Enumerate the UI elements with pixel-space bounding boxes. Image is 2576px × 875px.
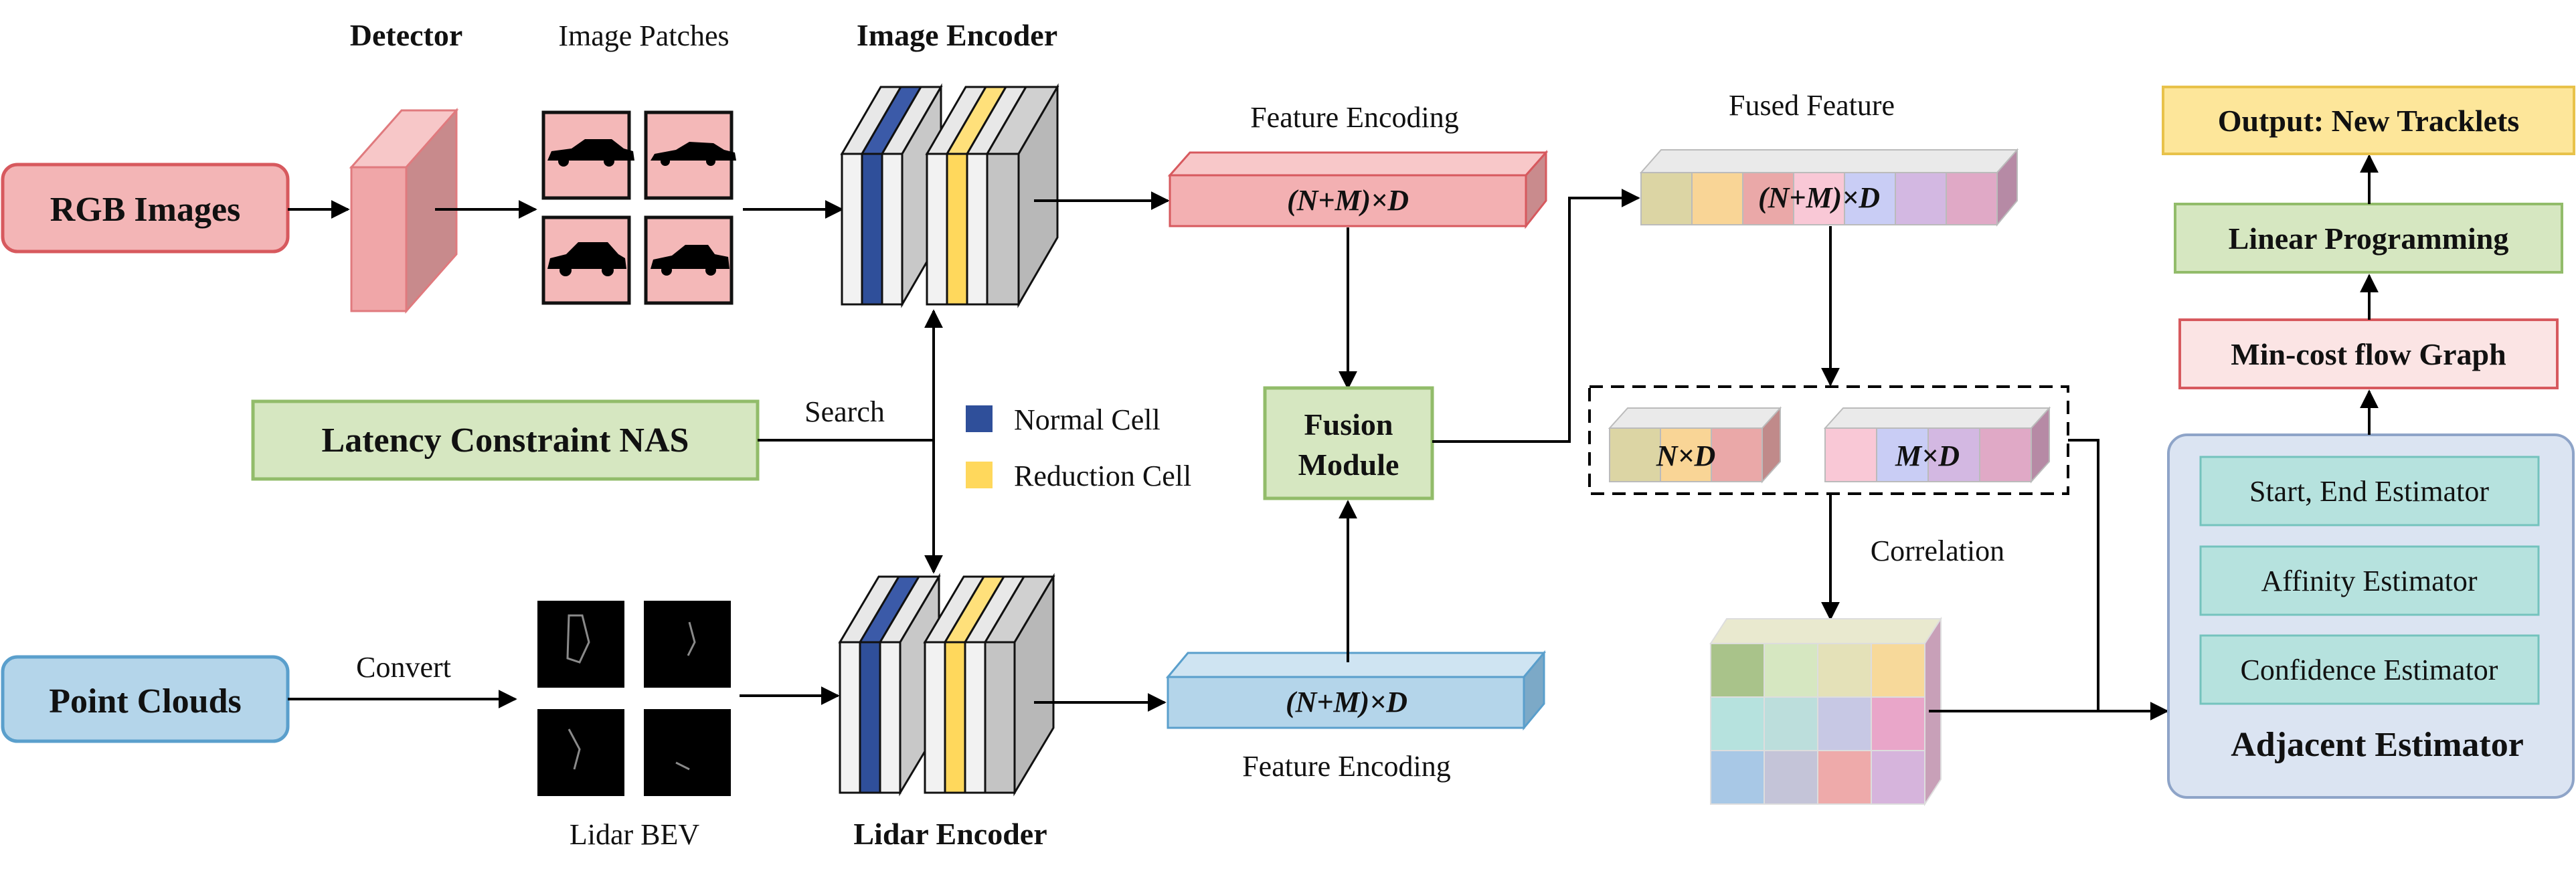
fused-feature-dims: (N+M)×D — [1758, 181, 1880, 214]
md-block: M×D — [1823, 406, 2051, 484]
car-icon — [547, 139, 634, 167]
search-label: Search — [804, 395, 885, 428]
fusion-label-line2: Module — [1298, 448, 1399, 482]
output-label: Output: New Tracklets — [2218, 104, 2520, 138]
start-end-estimator-label: Start, End Estimator — [2249, 475, 2489, 508]
adjacent-estimator-box: Start, End Estimator Affinity Estimator … — [2167, 433, 2575, 799]
point-clouds-label: Point Clouds — [49, 682, 242, 720]
fusion-label-line1: Fusion — [1304, 407, 1393, 442]
rgb-images-label: RGB Images — [50, 191, 241, 229]
point-clouds-box: Point Clouds — [1, 655, 290, 743]
output-box: Output: New Tracklets — [2162, 86, 2575, 155]
image-feature-dims: (N+M)×D — [1287, 184, 1409, 217]
detector-block — [349, 108, 459, 314]
fusion-module-box: Fusion Module — [1263, 386, 1434, 500]
nas-label: Latency Constraint NAS — [322, 421, 689, 460]
nas-box: Latency Constraint NAS — [251, 399, 760, 481]
lidar-bev-grid — [537, 601, 731, 796]
bev-tile-4 — [644, 709, 731, 796]
legend-normal-swatch — [966, 405, 993, 432]
feature-encoding-top-label: Feature Encoding — [1250, 101, 1459, 134]
bev-tile-1 — [537, 601, 624, 688]
md-dims: M×D — [1895, 440, 1960, 472]
arrow-fusion-to-fused — [1432, 189, 1640, 443]
adjacent-estimator-title: Adjacent Estimator — [2231, 726, 2524, 764]
affinity-estimator-box — [2199, 545, 2540, 616]
split-to-adjacent-line — [2068, 439, 2099, 711]
correlation-label: Correlation — [1871, 534, 2004, 567]
legend-normal-label: Normal Cell — [1014, 403, 1161, 436]
bev-tile-3 — [537, 709, 624, 796]
lidar-encoder-block — [838, 573, 1055, 797]
image-feature-bar: (N+M)×D — [1167, 150, 1549, 229]
image-encoder-label: Image Encoder — [857, 18, 1057, 52]
nd-block: N×D — [1608, 406, 1782, 484]
mincost-box: Min-cost flow Graph — [2178, 318, 2559, 389]
image-patches-grid — [541, 110, 736, 305]
car-icon — [651, 245, 729, 276]
lidar-bev-label: Lidar BEV — [570, 818, 700, 851]
legend-reduction-label: Reduction Cell — [1014, 460, 1191, 492]
mincost-label: Min-cost flow Graph — [2231, 337, 2506, 371]
image-patches-label: Image Patches — [558, 19, 729, 52]
feature-encoding-bottom-label: Feature Encoding — [1242, 750, 1451, 783]
fused-feature-label: Fused Feature — [1729, 89, 1895, 122]
nd-dims: N×D — [1656, 440, 1716, 472]
lp-box: Linear Programming — [2174, 203, 2563, 274]
split-dashed-box — [1588, 385, 2069, 495]
convert-label: Convert — [356, 651, 451, 684]
fused-feature-bar: (N+M)×D — [1639, 148, 2019, 227]
legend-reduction-swatch — [966, 462, 993, 488]
detector-label: Detector — [350, 18, 463, 52]
bev-tile-2 — [644, 601, 731, 688]
lidar-encoder-label: Lidar Encoder — [853, 817, 1047, 851]
affinity-estimator-label: Affinity Estimator — [2261, 565, 2477, 597]
correlation-matrix — [1709, 616, 1942, 807]
confidence-estimator-box — [2199, 634, 2540, 705]
start-end-estimator-box — [2199, 456, 2540, 526]
car-icon — [651, 142, 736, 166]
legend: Normal Cell Reduction Cell — [966, 403, 1191, 492]
car-icon — [547, 242, 626, 276]
lidar-feature-dims: (N+M)×D — [1286, 686, 1407, 718]
lidar-feature-bar: (N+M)×D — [1165, 650, 1547, 731]
confidence-estimator-label: Confidence Estimator — [2241, 654, 2498, 686]
image-encoder-block — [840, 83, 1059, 308]
lp-label: Linear Programming — [2229, 221, 2509, 256]
rgb-images-box: RGB Images — [1, 163, 290, 254]
